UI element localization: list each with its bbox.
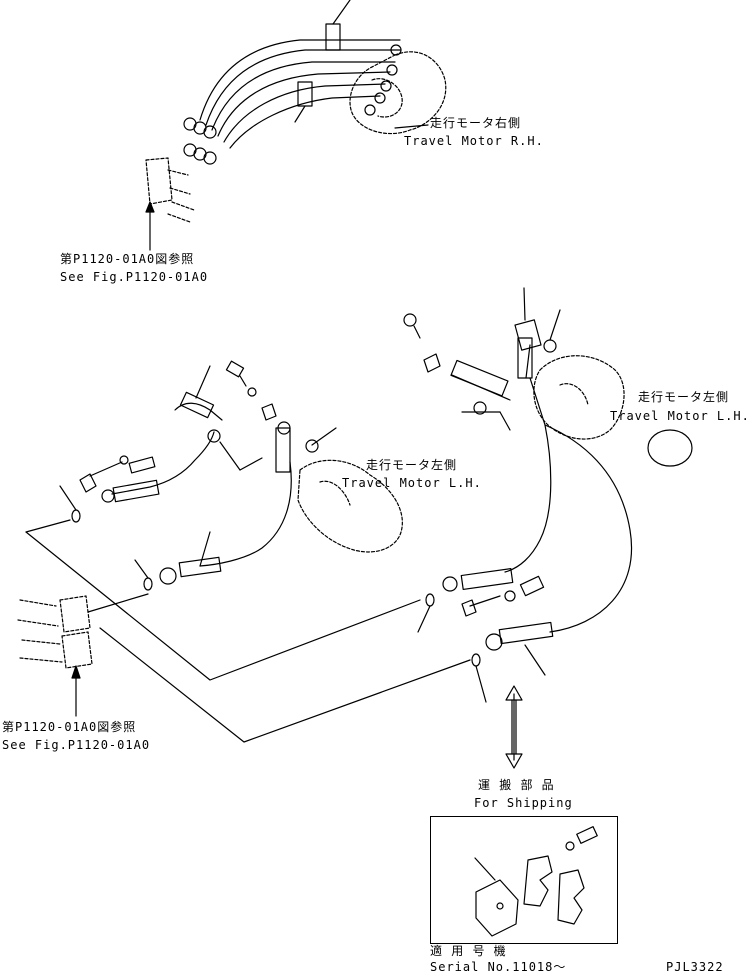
top-control-valve bbox=[145, 157, 195, 223]
label-motor-lh-mid-en: Travel Motor L.H. bbox=[342, 476, 482, 490]
o-ring-large bbox=[647, 429, 693, 467]
label-motor-lh-right-en: Travel Motor L.H. bbox=[610, 409, 749, 423]
label-ref-top-en: See Fig.P1120-01A0 bbox=[60, 270, 209, 284]
label-motor-lh-mid-jp: 走行モータ左側 bbox=[366, 458, 458, 472]
travel-motor-lh-mid-shape bbox=[297, 459, 403, 553]
label-ref-bottom-jp: 第P1120-01A0図参照 bbox=[2, 720, 137, 734]
drawing-code: PJL3322 bbox=[666, 960, 724, 974]
top-hose-bundle bbox=[183, 0, 402, 165]
label-motor-rh-jp: 走行モータ右側 bbox=[430, 116, 522, 130]
label-serial-jp: 適 用 号 機 bbox=[430, 944, 507, 958]
lh-mid-hose-group bbox=[59, 360, 337, 591]
label-shipping-jp: 運 搬 部 品 bbox=[478, 778, 555, 792]
travel-motor-lh-right-shape bbox=[533, 355, 625, 440]
leader-motor-rh bbox=[394, 124, 429, 129]
arrow-ref-top bbox=[145, 201, 155, 251]
shipping-double-arrow bbox=[505, 685, 523, 769]
label-ref-top-jp: 第P1120-01A0図参照 bbox=[60, 252, 195, 266]
label-motor-rh-en: Travel Motor R.H. bbox=[404, 134, 544, 148]
travel-motor-rh-shape bbox=[349, 51, 447, 135]
label-ref-bottom-en: See Fig.P1120-01A0 bbox=[2, 738, 151, 752]
long-pipe-lines bbox=[25, 519, 471, 743]
label-shipping-en: For Shipping bbox=[474, 796, 573, 810]
label-serial-en: Serial No.11018～ bbox=[430, 960, 567, 974]
shipping-parts-box bbox=[430, 816, 618, 944]
shipping-parts bbox=[474, 826, 598, 937]
lh-right-hose-group bbox=[403, 287, 633, 703]
bottom-control-valve bbox=[17, 595, 93, 669]
label-motor-lh-right-jp: 走行モータ左側 bbox=[638, 390, 730, 404]
arrow-ref-bottom bbox=[71, 665, 81, 717]
